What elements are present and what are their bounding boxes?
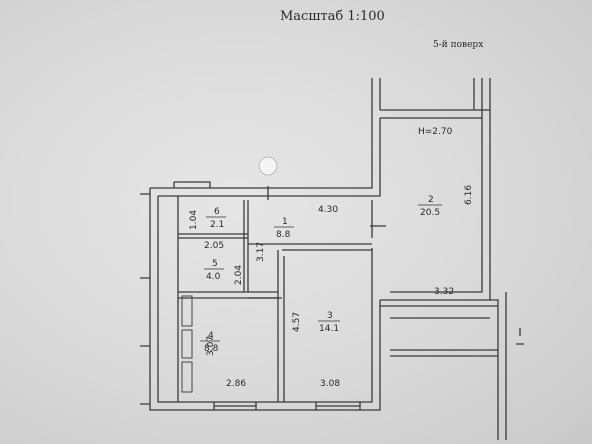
svg-text:4: 4 [208, 331, 214, 341]
svg-text:2: 2 [428, 195, 434, 205]
dim-6-16: 6.16 [464, 185, 474, 205]
ceiling-height: H=2.70 [418, 127, 453, 137]
dim-2-05: 2.05 [204, 241, 224, 251]
dim-3-08: 3.08 [320, 379, 340, 389]
svg-text:20.5: 20.5 [420, 208, 440, 218]
vent-blocks [181, 295, 193, 393]
dim-3-07: 3.07 [206, 336, 216, 356]
room-4: 4 8.8 [200, 331, 220, 354]
svg-text:6: 6 [214, 207, 220, 217]
svg-text:8.8: 8.8 [276, 230, 291, 240]
room-5: 5 4.0 [204, 259, 224, 282]
dim-1-04: 1.04 [189, 210, 199, 230]
svg-text:3: 3 [327, 311, 333, 321]
svg-text:4.0: 4.0 [206, 272, 221, 282]
dim-3-17: 3.17 [256, 242, 266, 262]
room-6: 6 2.1 [206, 207, 226, 230]
dim-4-30: 4.30 [318, 205, 338, 215]
room-3: 3 14.1 [318, 311, 340, 334]
svg-text:5: 5 [212, 259, 218, 269]
svg-text:8.8: 8.8 [204, 344, 219, 354]
scale-label: Масштаб 1:100 [280, 9, 385, 24]
dim-2-86: 2.86 [226, 379, 246, 389]
marker-circle [258, 156, 278, 176]
dim-3-32: 3.32 [434, 287, 454, 297]
svg-text:2.1: 2.1 [210, 220, 224, 230]
floor-label: 5-й поверх [433, 40, 483, 50]
svg-text:14.1: 14.1 [319, 324, 339, 334]
room-2: 2 20.5 [418, 195, 442, 218]
dim-2-04: 2.04 [234, 265, 244, 285]
room-1: 1 8.8 [274, 217, 294, 240]
dim-4-57: 4.57 [292, 312, 302, 332]
walls [140, 78, 524, 440]
svg-text:1: 1 [282, 217, 288, 227]
